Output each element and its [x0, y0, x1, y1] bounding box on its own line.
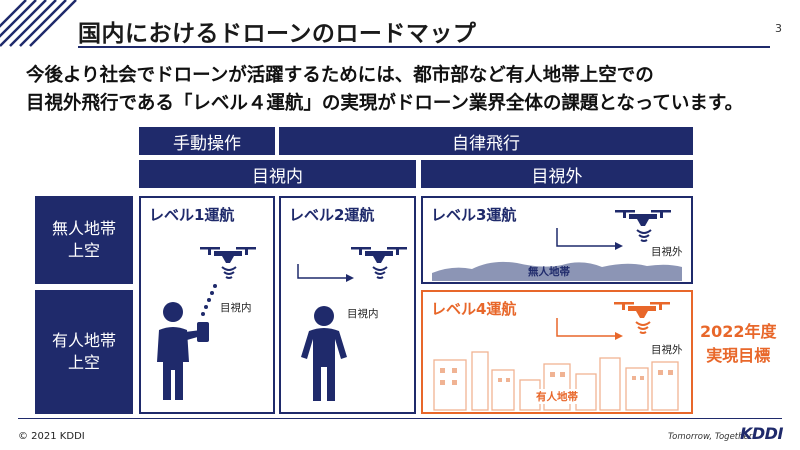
column-header-manual: 手動操作 — [139, 127, 275, 155]
visual-label-2: 目視内 — [347, 308, 379, 320]
level-1-label: レベル1運航 — [149, 206, 235, 224]
drone-icon — [200, 247, 256, 263]
remote-controller-signal-icon — [201, 284, 217, 316]
headline-line-1: 今後より社会でドローンが活躍するためには、都市部など有人地帯上空での — [26, 65, 654, 86]
column-header-visual: 目視内 — [139, 160, 416, 188]
level-4-label: レベル4運航 — [431, 300, 517, 318]
title-divider — [78, 46, 770, 48]
visual-label-1: 目視内 — [220, 302, 252, 314]
drone-icon — [351, 247, 407, 263]
header-stripes-decoration — [0, 0, 77, 47]
flight-arrow-icon — [556, 318, 623, 340]
headline: 今後より社会でドローンが活躍するためには、都市部など有人地帯上空での 目視外飛行… — [26, 62, 786, 118]
level-3-label: レベル3運航 — [431, 206, 517, 224]
flight-arrow-icon — [297, 264, 354, 282]
signal-icon — [635, 321, 651, 334]
mountain-icon — [432, 261, 682, 281]
level-2-cell: レベル2運航 目視内 — [279, 196, 416, 414]
target-year-callout: 2022年度 実現目標 — [700, 320, 777, 368]
tagline: Tomorrow, Together — [668, 432, 753, 442]
target-year: 2022年度 — [700, 322, 777, 341]
unmanned-area-label: 無人地帯 — [528, 266, 570, 278]
drone-icon — [614, 302, 670, 318]
row-label-manned: 有人地帯上空 — [35, 290, 133, 414]
level-2-label: レベル2運航 — [289, 206, 375, 224]
headline-line-2: 目視外飛行である「レベル４運航」の実現がドローン業界全体の課題となっています。 — [26, 93, 744, 114]
page-number: 3 — [775, 22, 782, 35]
flight-arrow-icon — [556, 228, 623, 250]
row-label-unmanned: 無人地帯上空 — [35, 196, 133, 284]
column-header-autonomous: 自律飛行 — [279, 127, 693, 155]
column-header-beyond-visual: 目視外 — [421, 160, 693, 188]
signal-icon — [636, 229, 652, 242]
footer-divider — [18, 418, 782, 419]
person-with-controller-icon — [157, 302, 209, 400]
level-1-cell: レベル1運航 目視内 — [139, 196, 275, 414]
person-icon — [301, 306, 347, 401]
copyright: © 2021 KDDI — [18, 431, 85, 442]
kddi-logo: KDDI — [740, 424, 783, 443]
page-title: 国内におけるドローンのロードマップ — [78, 21, 477, 47]
manned-area-label: 有人地帯 — [534, 389, 580, 404]
drone-icon — [615, 210, 671, 226]
beyond-visual-label-4: 目視外 — [651, 344, 683, 356]
signal-icon — [372, 266, 388, 279]
target-text: 実現目標 — [706, 346, 771, 365]
beyond-visual-label-3: 目視外 — [651, 246, 683, 258]
signal-icon — [221, 266, 237, 279]
